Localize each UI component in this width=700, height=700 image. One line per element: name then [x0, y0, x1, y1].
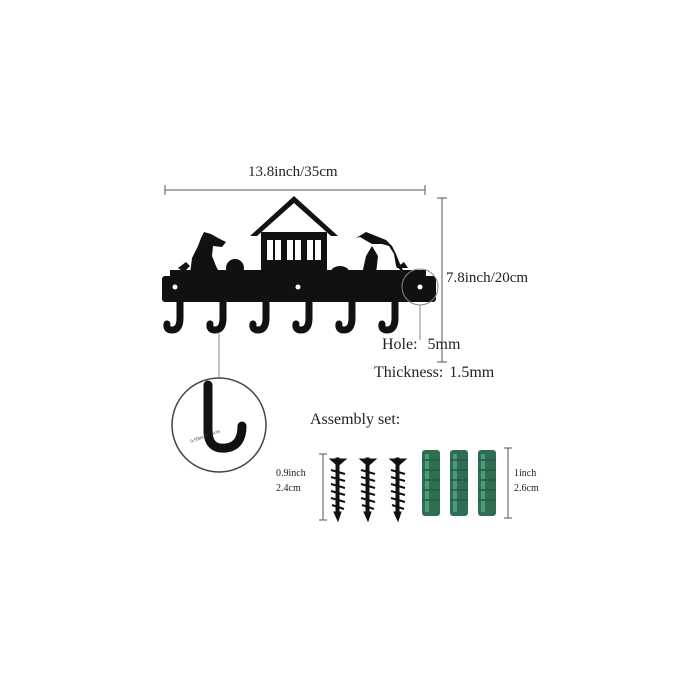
- right-dog-silhouette: [356, 232, 408, 274]
- screw-dimension-line: [319, 453, 327, 521]
- height-dimension-line: [437, 197, 447, 363]
- hole-value: 5mm: [427, 336, 461, 353]
- hook-closeup: [203, 380, 247, 453]
- wall-anchors: [422, 450, 496, 516]
- anchor-dimension-line: [504, 447, 512, 519]
- ball-silhouette: [226, 259, 244, 277]
- anchor-length-cm: 2.6cm: [514, 483, 539, 494]
- height-label: 7.8inch/20cm: [446, 270, 529, 286]
- screw-length-cm: 2.4cm: [276, 483, 301, 494]
- left-dog-silhouette: [178, 232, 226, 274]
- assembly-title: Assembly set:: [310, 411, 401, 428]
- screw-1: [328, 457, 348, 523]
- anchor-1: [422, 450, 440, 516]
- hole-detail-callout: [401, 268, 439, 340]
- width-dimension-line: [164, 185, 426, 195]
- house-silhouette: [250, 196, 338, 274]
- key-rack: [162, 196, 436, 334]
- mounting-holes: [172, 284, 423, 290]
- hole-label: Hole:: [382, 336, 418, 353]
- anchor-2: [450, 450, 468, 516]
- anchor-length-inch: 1inch: [514, 468, 537, 479]
- hook-detail-callout: [171, 332, 267, 473]
- screw-length-inch: 0.9inch: [276, 468, 306, 479]
- screws: [328, 457, 408, 523]
- thickness-spec: Thickness: 1.5mm: [374, 364, 494, 382]
- thickness-value: 1.5mm: [449, 364, 495, 381]
- hooks: [163, 296, 399, 334]
- screw-3: [388, 457, 408, 523]
- thickness-label: Thickness:: [374, 364, 444, 381]
- screw-2: [358, 457, 378, 523]
- anchor-3: [478, 450, 496, 516]
- hole-spec: Hole: 5mm: [382, 336, 460, 354]
- width-label: 13.8inch/35cm: [248, 164, 338, 180]
